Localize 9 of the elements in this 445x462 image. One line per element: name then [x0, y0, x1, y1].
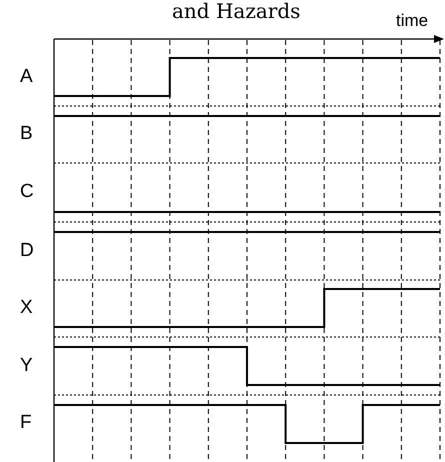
signal-label: D [20, 241, 34, 260]
signal-label: Y [20, 356, 33, 375]
signal-label: F [20, 413, 32, 432]
signal-label: A [20, 67, 33, 86]
signal-label: B [20, 124, 33, 143]
title: and Hazards [172, 1, 300, 21]
signal-label: C [20, 182, 34, 201]
axis-label: time [396, 12, 428, 29]
signal-label: X [20, 298, 33, 317]
